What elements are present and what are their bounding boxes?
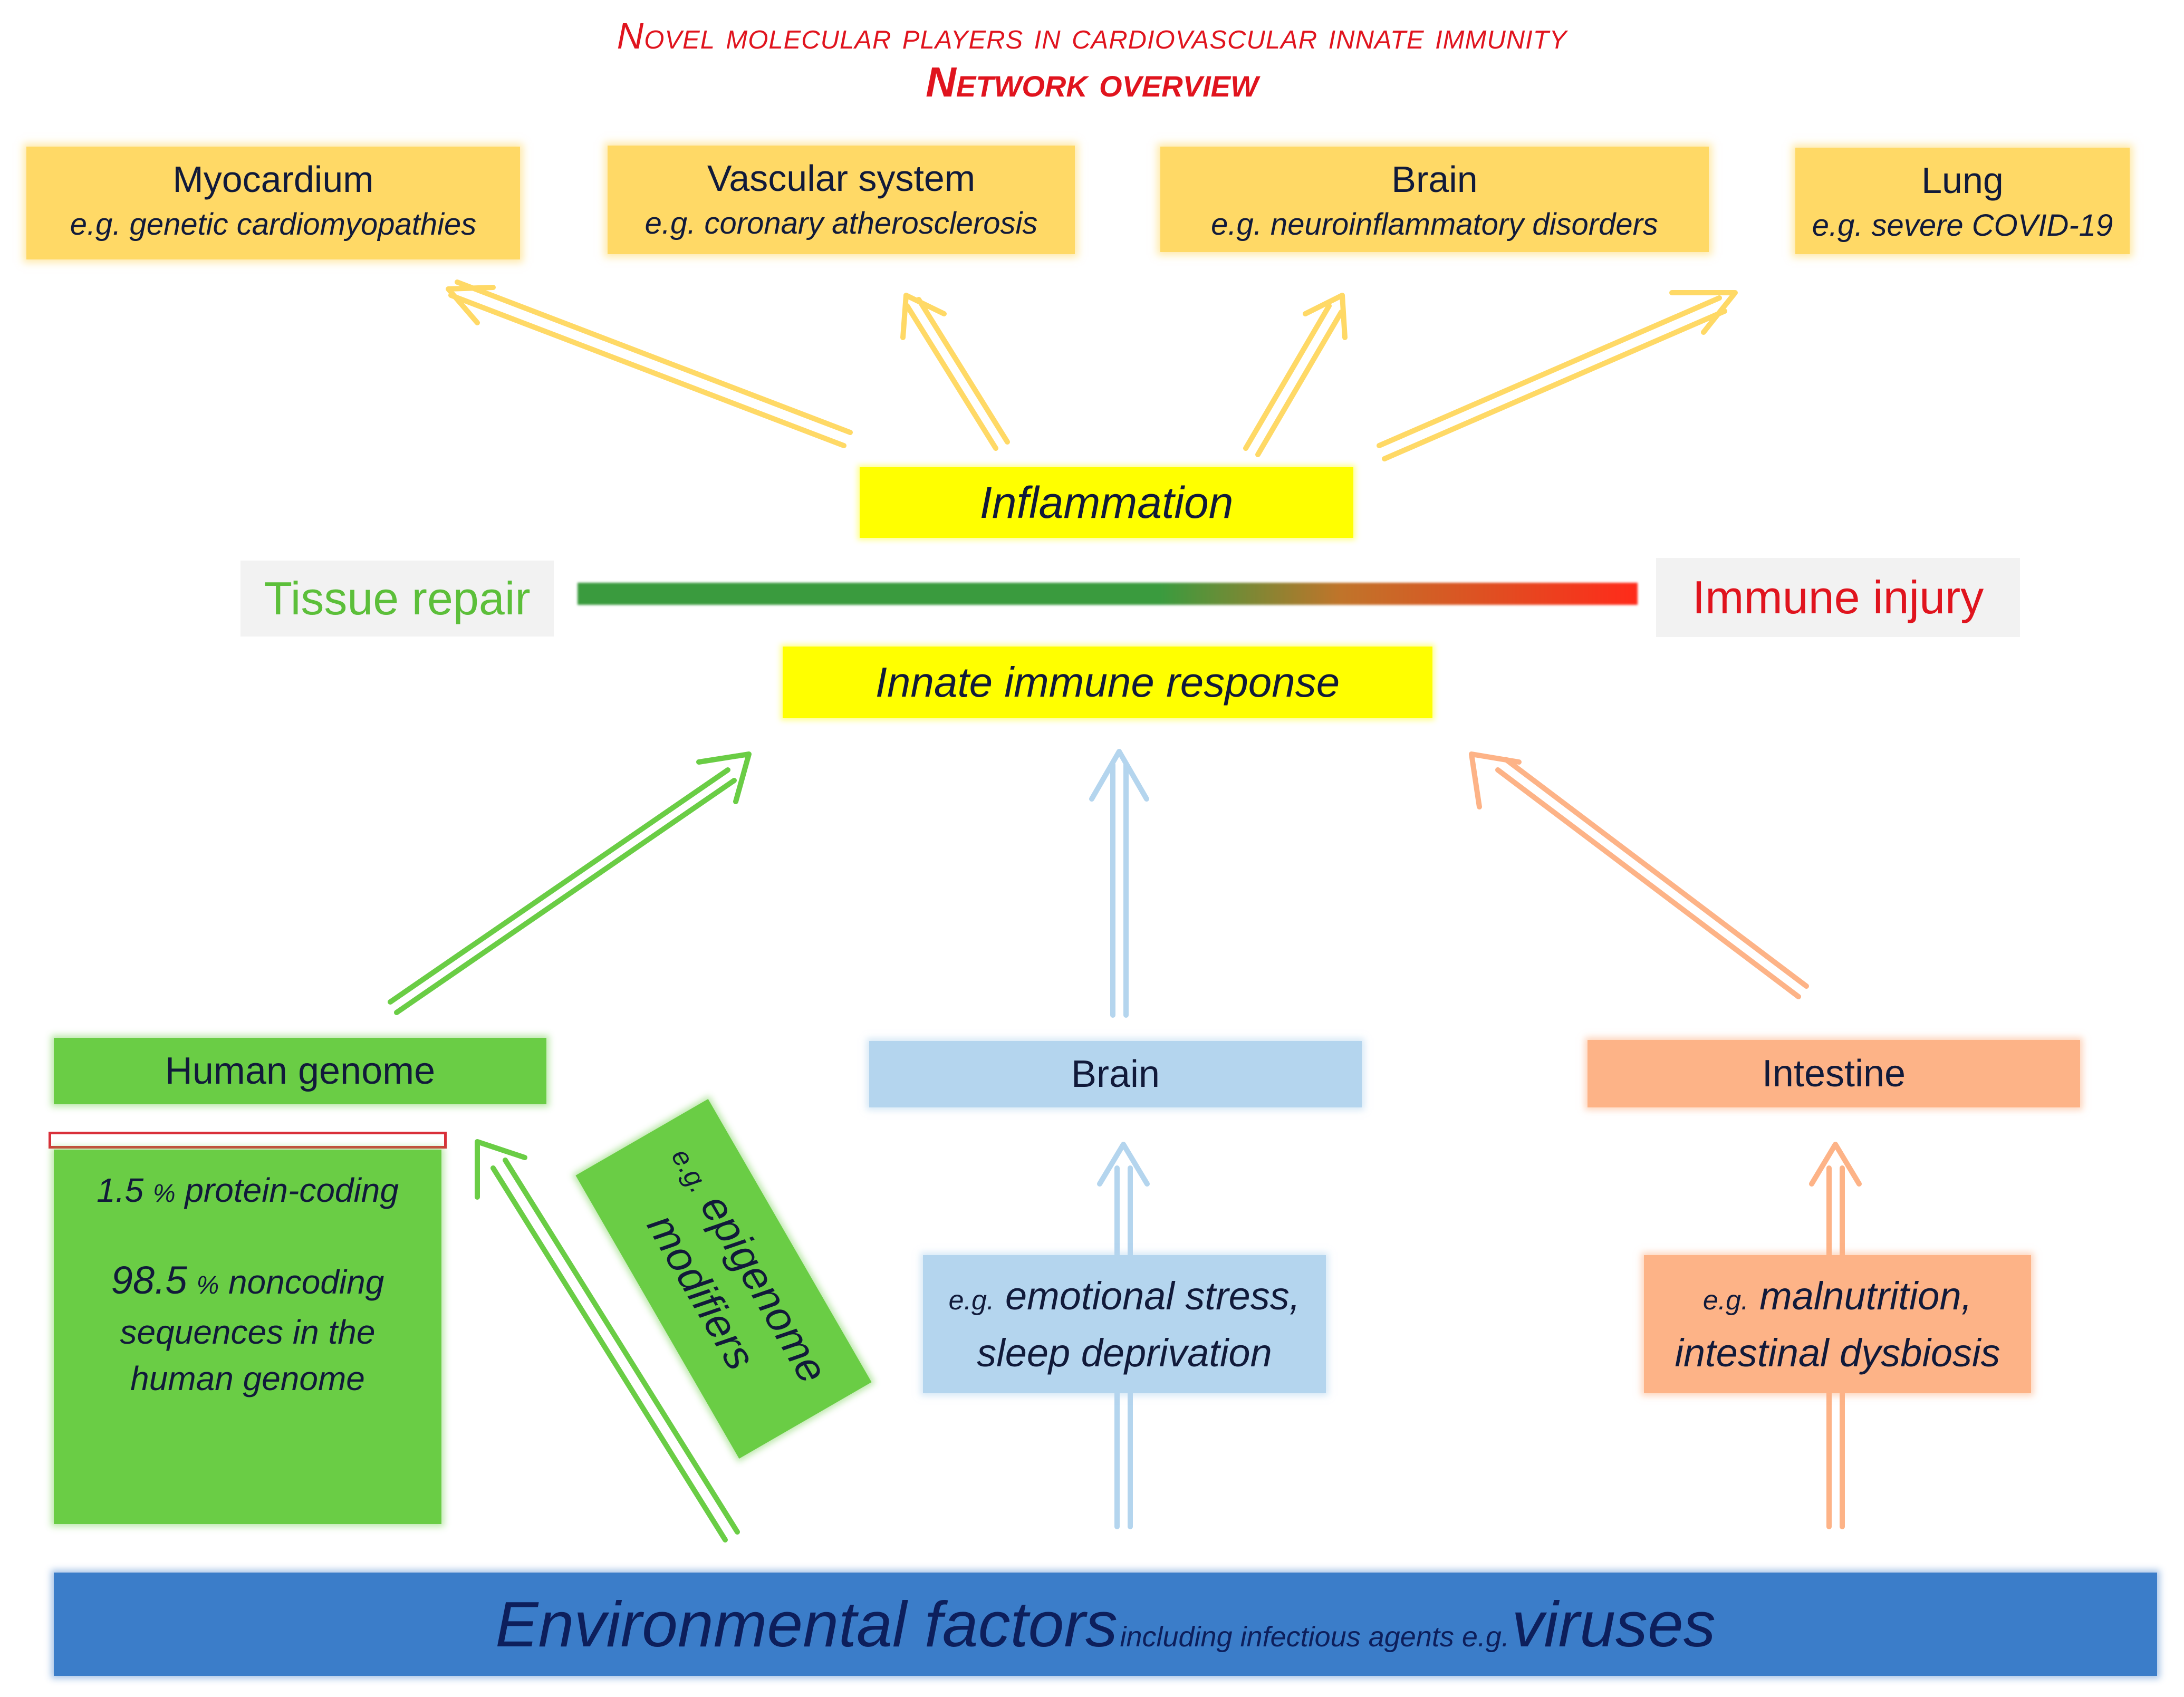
organ-example: e.g. severe COVID-19 — [1812, 208, 2113, 243]
immune-injury-box: Immune injury — [1656, 558, 2020, 637]
brain-source-box: Brain — [869, 1041, 1362, 1107]
organ-name: Lung — [1921, 160, 2004, 201]
intestine-factor-box: e.g. malnutrition, intestinal dysbiosis — [1644, 1255, 2031, 1393]
immune-injury-label: Immune injury — [1692, 571, 1984, 623]
tissue-repair-label: Tissue repair — [264, 572, 531, 624]
organ-example: e.g. neuroinflammatory disorders — [1211, 207, 1658, 242]
organ-example: e.g. coronary atherosclerosis — [644, 206, 1038, 240]
intestine-source-box: Intestine — [1588, 1040, 2080, 1107]
organ-box-myocardium: Myocardium e.g. genetic cardiomyopathies — [26, 147, 520, 259]
inflammation-box: Inflammation — [860, 467, 1353, 538]
intestine-source-label: Intestine — [1762, 1053, 1906, 1095]
arrow-to-vascular — [900, 293, 1010, 451]
brain-factor-box: e.g. emotional stress, sleep deprivation — [923, 1255, 1326, 1393]
inflammation-label: Inflammation — [979, 478, 1234, 527]
title-line-2: Network overview — [926, 59, 1258, 105]
arrow-to-brain — [1243, 293, 1348, 457]
arrow-genome-to-innate — [388, 751, 752, 1015]
coding-fraction-bar — [49, 1132, 447, 1149]
innate-immune-box: Innate immune response — [783, 647, 1432, 718]
organ-box-vascular: Vascular system e.g. coronary atheroscle… — [608, 146, 1075, 254]
arrow-brain-to-innate — [1089, 749, 1149, 1018]
environmental-factors-sub: including infectious agents e.g. — [1120, 1621, 1509, 1653]
arrow-intestine-to-innate — [1469, 751, 1809, 999]
human-genome-box: Human genome — [54, 1038, 546, 1104]
innate-immune-label: Innate immune response — [875, 659, 1340, 706]
tissue-repair-box: Tissue repair — [240, 561, 554, 637]
repair-injury-gradient-bar — [578, 583, 1638, 605]
organ-name: Brain — [1391, 159, 1478, 200]
genome-detail-box: 1.5 % protein-coding 98.5 % noncoding se… — [54, 1150, 441, 1524]
title-line-1: Novel molecular players in cardiovascula… — [617, 15, 1567, 56]
organ-example: e.g. genetic cardiomyopathies — [70, 207, 477, 242]
human-genome-label: Human genome — [165, 1050, 436, 1092]
noncoding-text: 98.5 % noncoding sequences in the human … — [111, 1258, 384, 1397]
environmental-factors-main: Environmental factors — [495, 1588, 1118, 1660]
brain-source-label: Brain — [1071, 1053, 1160, 1095]
arrow-to-lung — [1377, 290, 1738, 461]
arrow-env-to-genome — [475, 1139, 740, 1542]
organ-box-brain: Brain e.g. neuroinflammatory disorders — [1160, 147, 1709, 252]
organ-name: Myocardium — [172, 159, 374, 200]
organ-box-lung: Lung e.g. severe COVID-19 — [1795, 148, 2130, 254]
environmental-factors-bar: Environmental factors including infectio… — [54, 1573, 2157, 1676]
environmental-factors-end: viruses — [1512, 1588, 1716, 1660]
protein-coding-text: 1.5 % protein-coding — [97, 1171, 399, 1209]
arrow-to-myocardium — [446, 279, 853, 448]
organ-name: Vascular system — [707, 158, 976, 199]
